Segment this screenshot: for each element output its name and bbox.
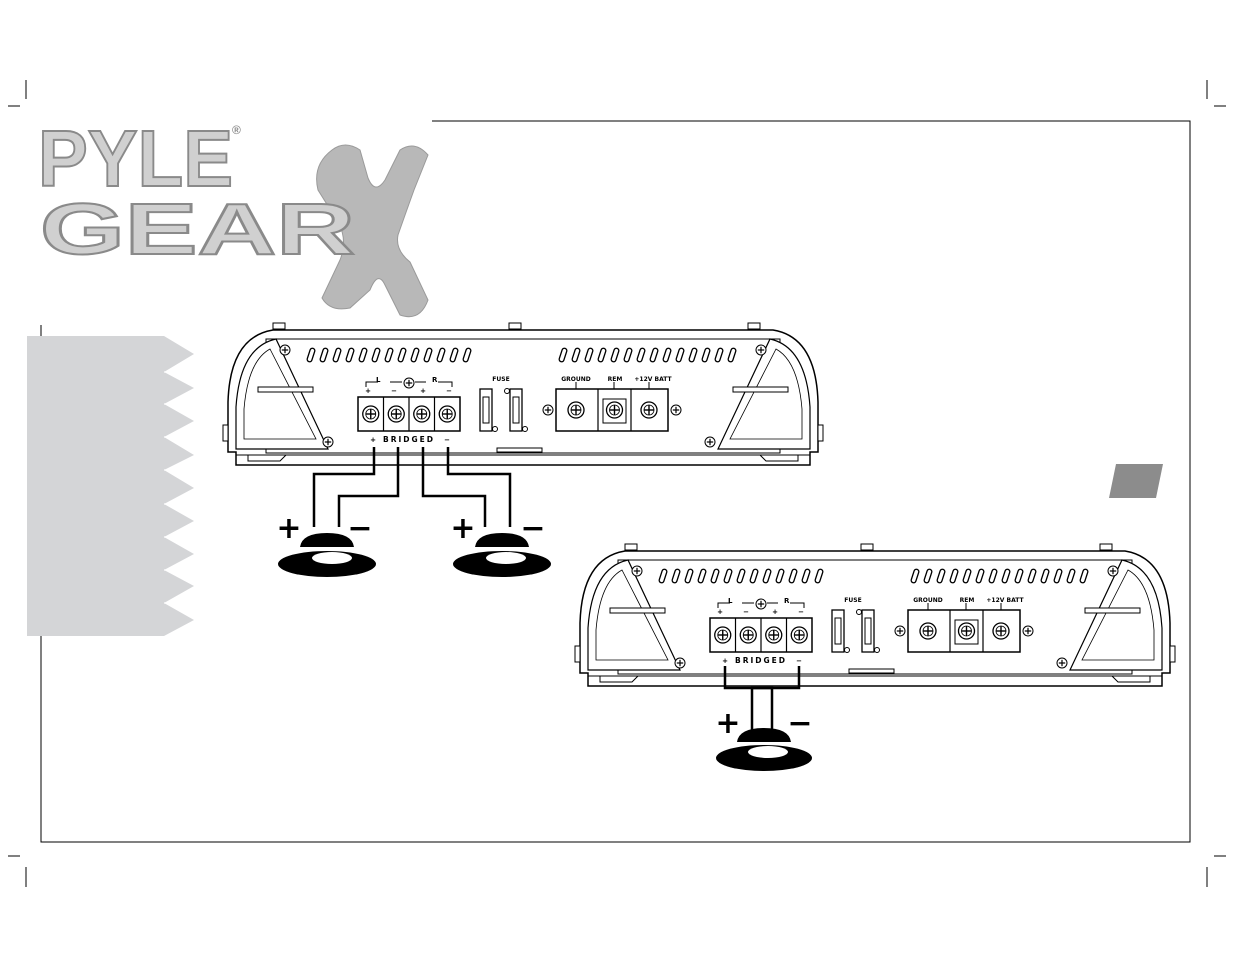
speaker-right-minus: − [520,511,545,546]
channel-left-label: L [376,376,381,384]
channel-left-label: L [728,597,733,605]
page-number-badge [1109,464,1163,498]
terminal-sign-3: + [420,387,426,395]
rem-label: REM [960,597,975,604]
channel-right-label: R [432,376,438,384]
rem-label: REM [608,376,623,383]
crop-marks [8,80,1226,887]
speaker-bridged-plus: + [715,706,740,741]
speaker-right-plus: + [450,511,475,546]
speaker-left-minus: − [347,511,372,546]
gear-wordmark: GEAR [40,190,355,270]
amplifier-top: L R + − + − + BRIDGED − FUSE GROUND REM … [223,323,823,465]
speaker-right: + − [450,511,551,577]
speaker-bridged-minus: − [787,706,812,741]
side-tab-strip [27,336,194,636]
bridged-minus-label: − [796,657,802,665]
page-frame [40,120,1191,843]
batt-label: +12V BATT [986,597,1024,604]
bridged-label: BRIDGED [383,435,435,444]
terminal-sign-4: − [798,608,804,616]
speaker-left: + − [276,511,376,577]
registered-mark: ® [232,123,241,137]
pyle-wordmark: PYLE [38,114,233,203]
ground-label: GROUND [561,376,591,383]
bridged-plus-label: + [370,436,376,444]
channel-right-label: R [784,597,790,605]
terminal-sign-1: + [717,608,723,616]
bridged-label: BRIDGED [735,656,787,665]
batt-label: +12V BATT [634,376,672,383]
wiring-bottom-bridged [723,666,801,733]
terminal-sign-4: − [446,387,452,395]
pyle-gear-x-logo: PYLE ® GEAR [37,113,429,318]
speaker-left-plus: + [276,511,301,546]
terminal-sign-1: + [365,387,371,395]
x-mark-logo [316,144,429,318]
terminal-sign-3: + [772,608,778,616]
ground-label: GROUND [913,597,943,604]
fuse-label: FUSE [844,597,861,604]
fuse-label: FUSE [492,376,509,383]
terminal-sign-2: − [391,387,397,395]
wiring-top-stereo [312,447,512,527]
speaker-bridged: + − [715,706,813,771]
amplifier-bottom: L R + − + − + BRIDGED − FUSE GROUND REM … [575,544,1175,686]
bridged-plus-label: + [722,657,728,665]
bridged-minus-label: − [444,436,450,444]
terminal-sign-2: − [743,608,749,616]
